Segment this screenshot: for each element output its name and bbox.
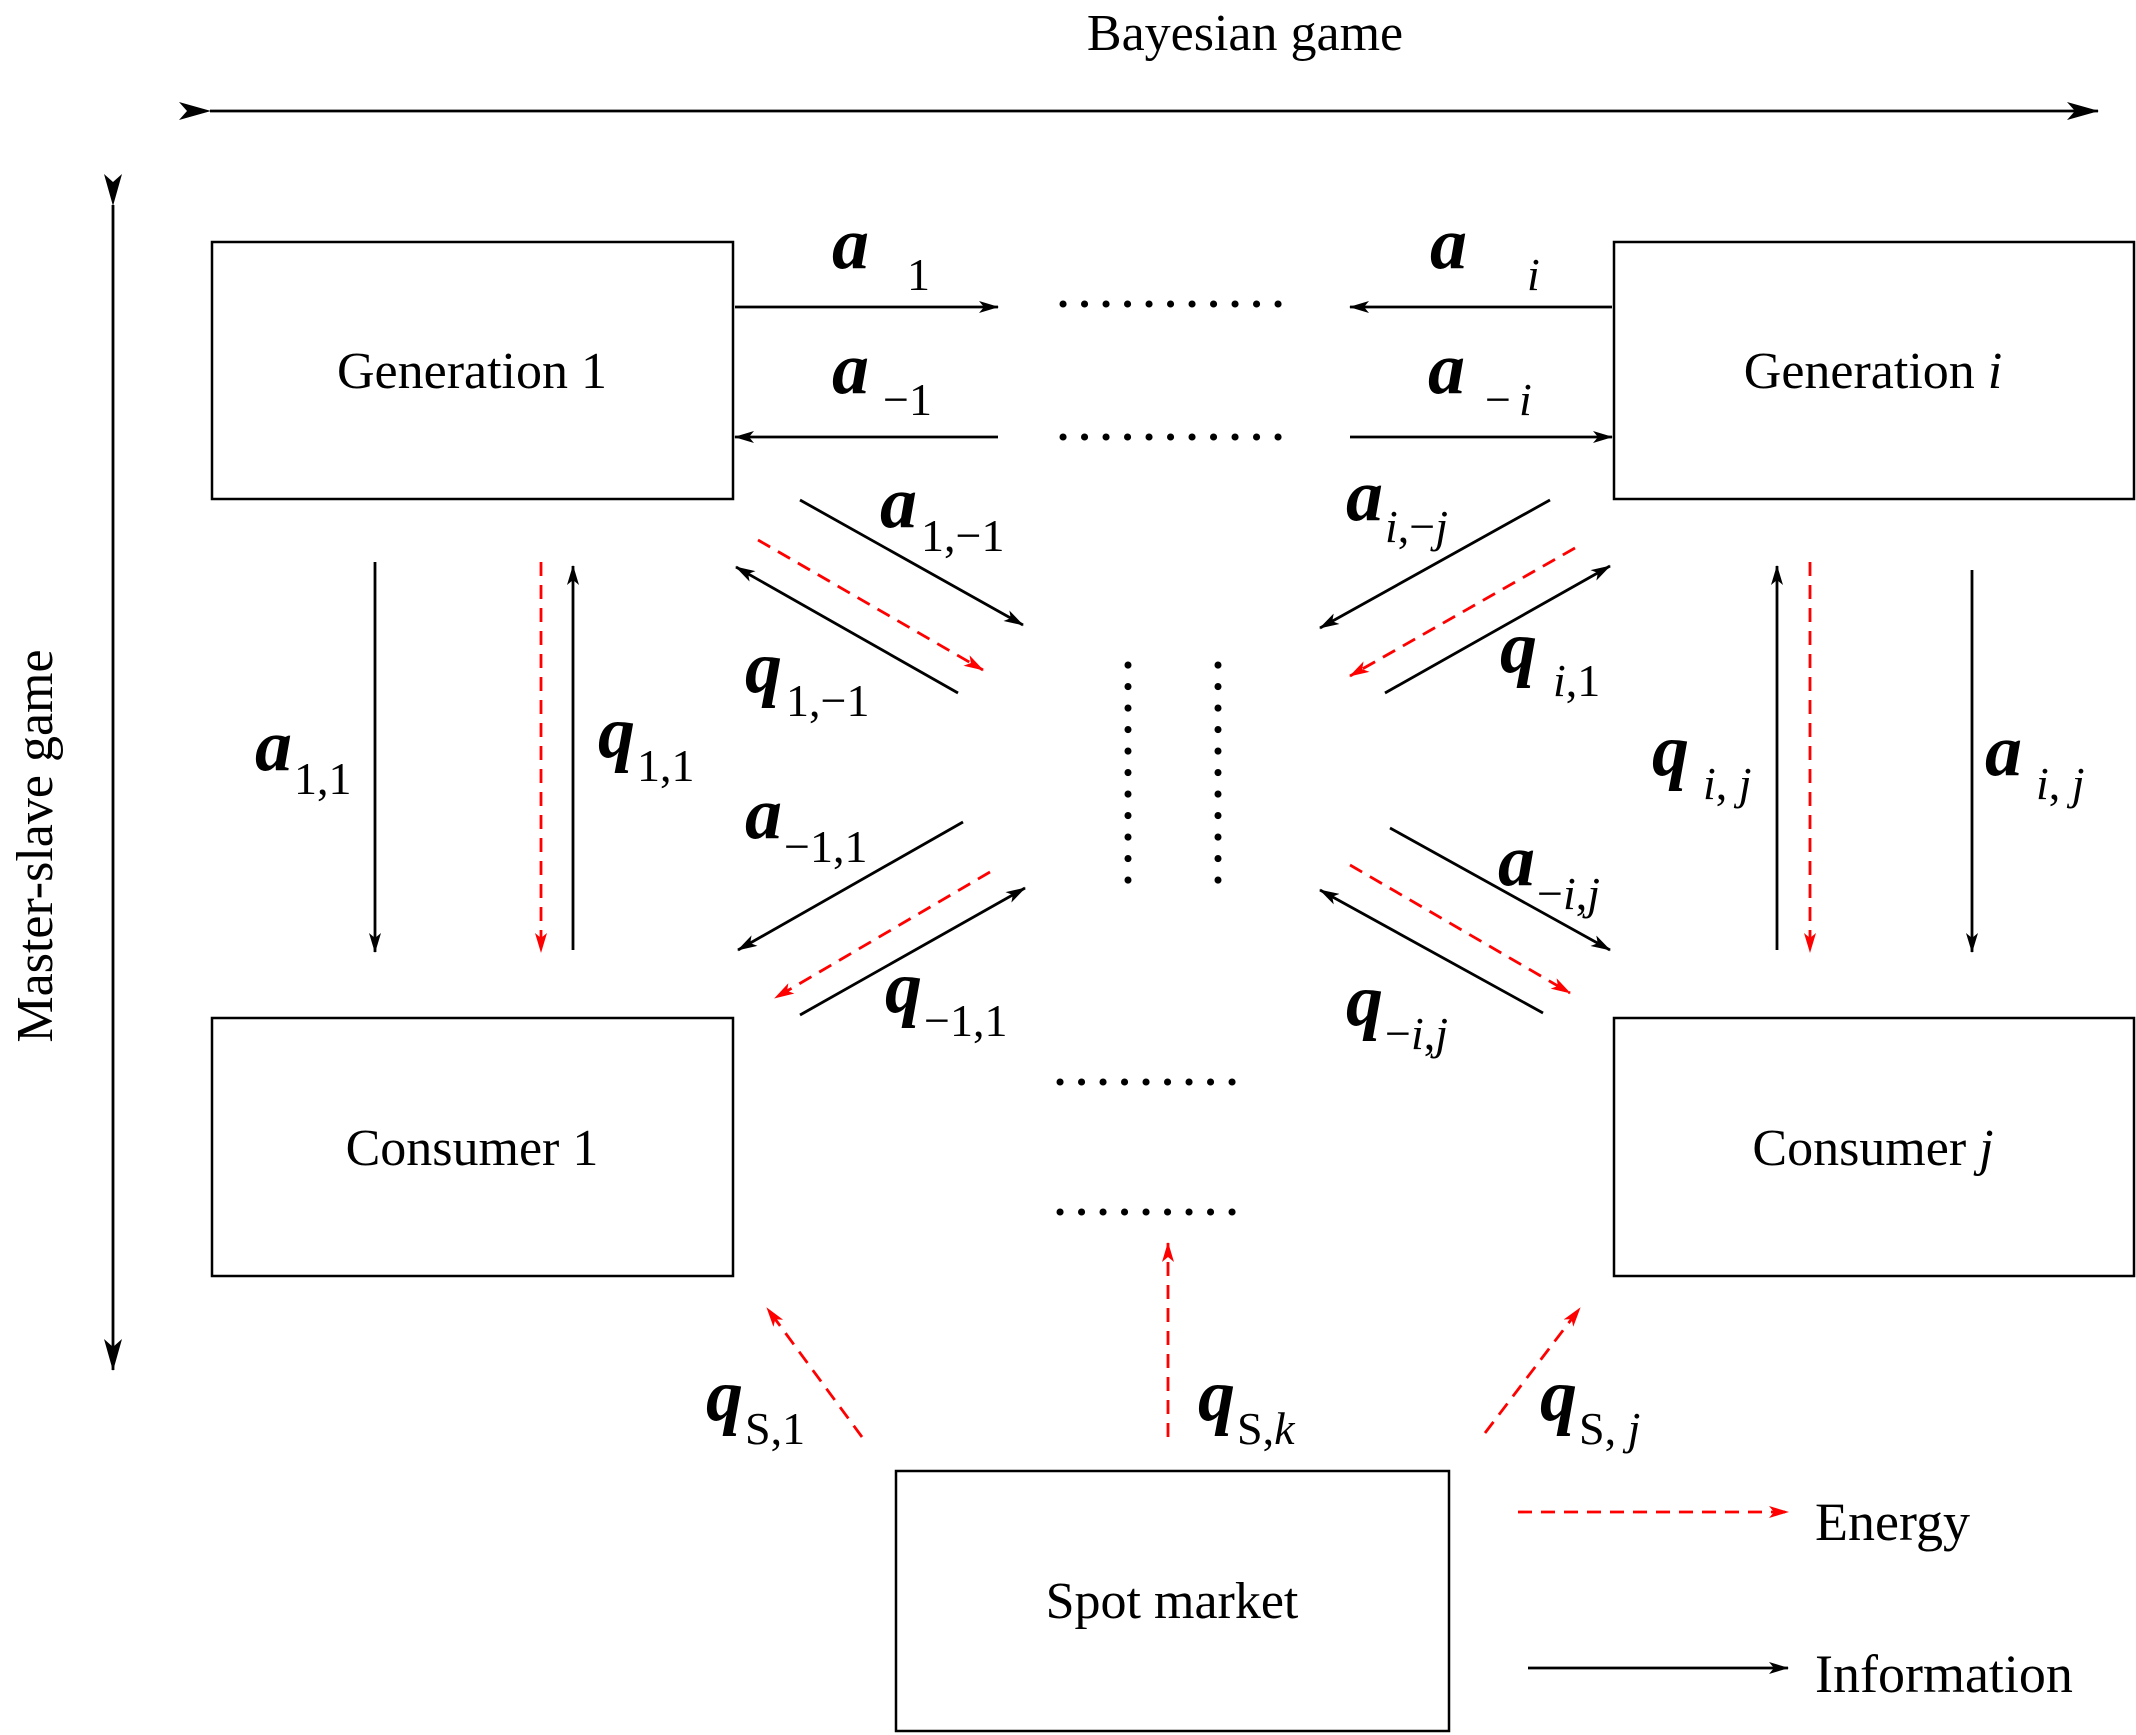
label-a1-minus1: a1,−1 <box>880 462 1004 561</box>
spot-market-label: Spot market <box>1046 1573 1299 1630</box>
label-a-minus-i: a−i <box>1428 328 1532 425</box>
label-q11: q1,1 <box>598 692 695 791</box>
legend-energy-label: Energy <box>1815 1492 1970 1552</box>
label-q1-minus1: q1,−1 <box>745 627 869 726</box>
consumer-j-label: Consumer j <box>1752 1120 1993 1177</box>
consumer-1-label: Consumer 1 <box>346 1120 599 1177</box>
arrow-ai-minus-j <box>1319 498 1551 630</box>
generation-1-box: Generation 1 <box>210 240 735 501</box>
arrow-qi1 <box>1384 564 1611 695</box>
bayesian-game-title: Bayesian game <box>1087 5 1403 62</box>
label-q-minus1-1: q−1,1 <box>885 947 1007 1046</box>
label-qs1: qS,1 <box>706 1355 805 1454</box>
label-qsk: qS,k <box>1198 1355 1296 1454</box>
label-ai-minus-j: ai,−j <box>1346 455 1448 552</box>
arrow-energy-others-con1 <box>774 870 991 1000</box>
arrow-q-minus-i-j <box>1319 888 1544 1015</box>
generation-i-box: Generation i <box>1612 240 2136 501</box>
arrow-a1-minus1 <box>799 498 1024 627</box>
spot-market-box: Spot market <box>894 1469 1451 1733</box>
consumer-1-box: Consumer 1 <box>210 1016 735 1278</box>
label-a11: a1,1 <box>255 705 352 804</box>
legend-information-label: Information <box>1815 1644 2073 1704</box>
consumer-j-box: Consumer j <box>1612 1016 2136 1278</box>
arrow-energy-spot-con1 <box>765 1307 864 1438</box>
arrow-energy-spot-conj <box>1483 1307 1582 1434</box>
arrow-a-minus1-1 <box>737 820 964 952</box>
generation-1-label: Generation 1 <box>337 343 607 400</box>
arrow-q-minus1-1 <box>799 886 1026 1017</box>
arrow-energy-geni-others <box>1349 546 1576 678</box>
master-slave-game-title: Master-slave game <box>7 649 64 1042</box>
label-qsj: qS, j <box>1540 1355 1640 1454</box>
label-q-minus-i-j: q−i,j <box>1346 960 1448 1059</box>
label-a-minus1-1: a−1,1 <box>745 773 867 872</box>
label-a-minus-i-j: a−i,j <box>1498 820 1600 919</box>
generation-i-label: Generation i <box>1744 343 2002 400</box>
arrow-q1-minus1 <box>735 565 959 695</box>
label-a-minus1: a−1 <box>832 328 932 425</box>
arrow-energy-others-conj <box>1349 863 1571 995</box>
arrow-a-minus-i-j <box>1389 826 1611 952</box>
arrow-energy-gen1-others <box>757 538 984 672</box>
